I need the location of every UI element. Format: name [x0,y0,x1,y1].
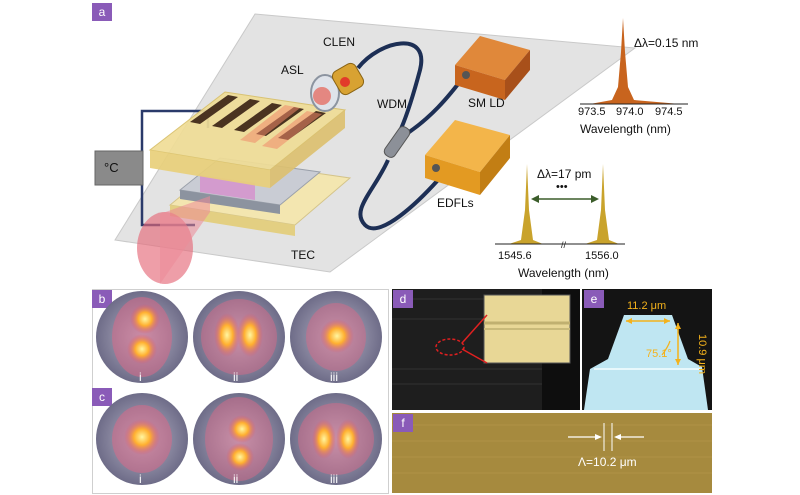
panel-c-tag: c [92,388,112,406]
mode-b-ii [193,291,285,383]
temperature-controller [94,150,144,186]
panel-f-image [392,413,712,493]
spectrum-top-tick: 974.5 [655,106,683,118]
spectrum-top-delta: Δλ=0.15 nm [634,36,699,50]
mode-b-i [96,291,188,383]
panel-e-image [582,289,712,410]
mode-label: i [139,472,142,486]
grating-cap-side2 [270,110,345,188]
setup-diagram [94,13,637,284]
spectrum-top-plot [580,18,688,105]
panel-d-image [392,289,580,410]
delta-arrowhead-left [531,195,539,203]
spectrum-bottom-dots: ••• [556,181,568,193]
delta-arrowhead-right [591,195,599,203]
label-tec: TEC [291,248,315,262]
panel-e-tag: e [584,290,604,308]
spectrum-bottom-peak-2 [585,164,619,244]
label-temperature: °C [104,160,119,175]
zoom-marker [435,338,465,356]
mode-label: ii [233,370,239,384]
label-wdm: WDM [377,97,407,111]
laser-chip-side [180,190,280,214]
beam-stripes [240,105,322,149]
label-asl: ASL [281,63,304,77]
mode-c-ii [193,393,285,485]
panel-f-period: Λ=10.2 μm [578,455,637,469]
spectrum-top-xlabel: Wavelength (nm) [580,122,671,136]
output-beam-cone [160,196,210,284]
mode-b-iii [290,291,382,383]
sm-ld-port [462,71,470,79]
ridge-waveguide [584,315,708,410]
sm-ld-box [455,36,530,80]
panel-a-tag: a [92,3,112,21]
mode-c-iii [290,393,382,485]
spectrum-top-tick: 973.5 [578,106,606,118]
spectrum-bottom-delta: Δλ=17 pm [537,167,592,181]
panel-d-tag: d [393,290,413,308]
spectrum-bottom-tick: 1545.6 [498,250,532,262]
clen-aperture [340,77,350,87]
edfl-box-front [425,155,480,195]
mode-label: ii [233,472,239,486]
edfl-port [432,164,440,172]
panel-e-width: 11.2 μm [627,300,667,312]
label-edfls: EDFLs [437,196,474,210]
label-clen: CLEN [323,35,356,49]
edfl-box-side [480,135,510,195]
panel-b-tag: b [92,290,112,308]
asl-lens-glow [313,87,331,105]
spectrum-top-tick: 974.0 [616,106,644,118]
axis-break: // [561,240,567,250]
wdm-coupler [383,126,411,158]
mode-label: iii [330,472,338,486]
sm-ld-box-side [505,50,530,100]
mode-label: i [139,370,142,384]
spectrum-bottom-peak-1 [509,164,543,244]
spectrum-top-peak [590,18,680,104]
mode-label: iii [330,370,338,384]
edfl-box [425,120,510,172]
mode-images [96,291,382,485]
label-sm-ld: SM LD [468,96,505,110]
spectrum-bottom-xlabel: Wavelength (nm) [518,266,609,280]
panel-e-height: 10.9 μm [695,334,708,374]
panel-e-angle: 75.1° [646,348,672,360]
spectrum-bottom-tick: 1556.0 [585,250,619,262]
fiber [358,159,440,231]
grating-cap-side [150,150,270,188]
panel-f-tag: f [393,414,413,432]
spectrum-bottom-plot: // [495,164,625,250]
mode-c-i [96,393,188,485]
